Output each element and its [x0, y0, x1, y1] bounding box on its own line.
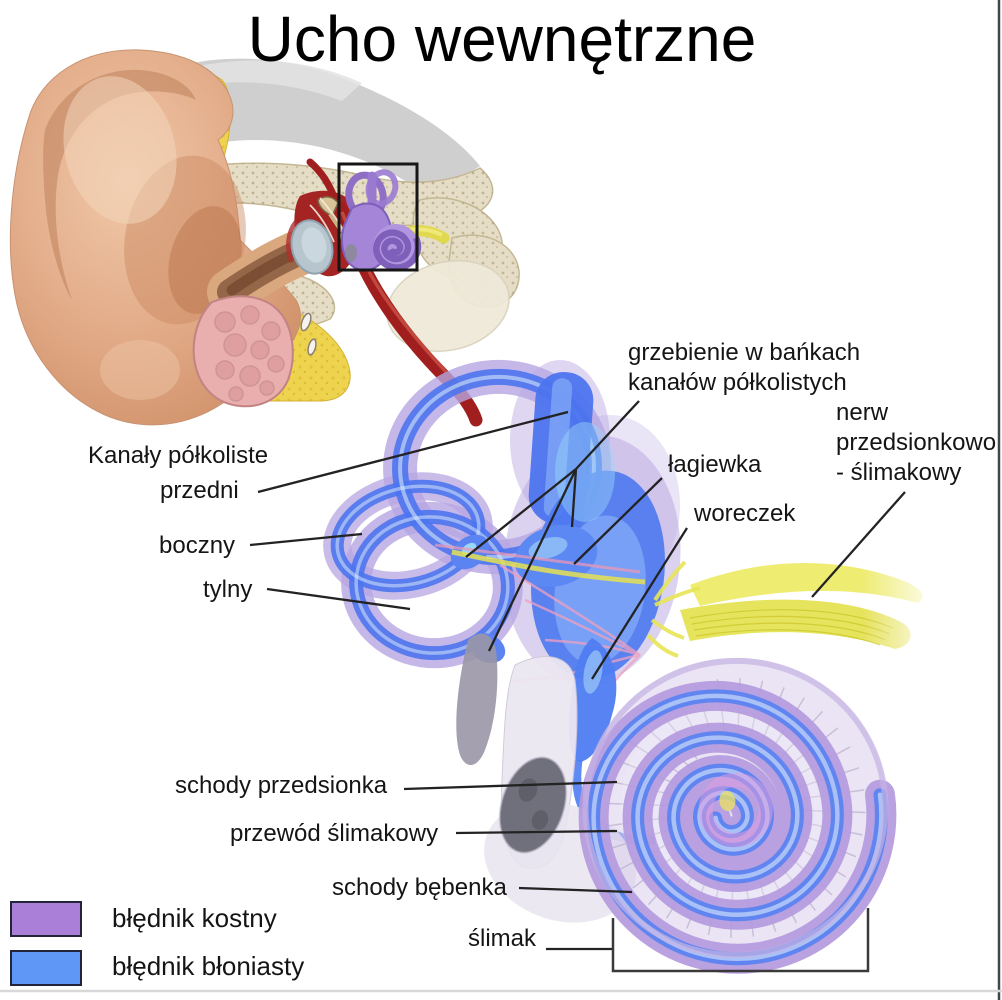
- leader-crista-b: [487, 468, 578, 652]
- leader-crista-c: [570, 468, 578, 528]
- petrous-bone: [386, 259, 510, 353]
- label-nerve-line3: - ślimakowy: [836, 459, 962, 486]
- label-crista-line2: kanałów półkolistych: [628, 369, 847, 396]
- leader-boczny: [249, 532, 363, 547]
- cochlea-spiral: [578, 657, 897, 974]
- label-canal-lateral: boczny: [159, 532, 236, 559]
- membranous-canals: [330, 368, 602, 661]
- label-crista-line1: grzebienie w bańkach: [628, 339, 861, 366]
- ear-cross-section-inset: [9, 49, 520, 427]
- eardrum: [290, 219, 334, 275]
- label-crista: grzebienie w bańkach kanałów półkolistyc…: [628, 338, 860, 398]
- leader-crista-a: [465, 468, 577, 558]
- leader-przedni: [257, 410, 569, 494]
- label-nerve-line2: przedsionkowo: [836, 429, 997, 456]
- leader-crista-stem: [575, 400, 640, 470]
- legend-label-bony: błędnik kostny: [112, 903, 277, 933]
- leader-schody-bebenka: [518, 886, 633, 894]
- oval-window: [498, 756, 568, 854]
- label-canals-group: Kanały półkoliste: [88, 442, 269, 469]
- inset-labyrinth: [341, 169, 450, 272]
- utricle-bulge: [514, 525, 598, 587]
- bone-marrow: [192, 295, 294, 408]
- label-nerve-line1: nerw: [836, 399, 889, 426]
- slimak-bracket: [611, 908, 870, 973]
- label-scala-tympani: schody bębenka: [332, 874, 507, 901]
- label-cochlear-duct: przewód ślimakowy: [230, 820, 439, 847]
- small-canals: [300, 312, 317, 356]
- label-cochlea: ślimak: [468, 925, 537, 952]
- leader-tylny: [266, 587, 411, 611]
- leader-lines: [249, 400, 906, 973]
- leader-lagiewka: [573, 477, 663, 565]
- label-canal-anterior: przedni: [160, 477, 239, 504]
- inset-highlight-box: [337, 162, 419, 272]
- leader-woreczek: [591, 527, 688, 680]
- leader-schody-przedsionka: [403, 780, 618, 791]
- leader-nerw: [811, 491, 906, 598]
- label-utricle: łagiewka: [668, 451, 762, 478]
- legend-swatch-membranous: [10, 950, 82, 986]
- leader-przewod: [455, 829, 618, 835]
- yellow-strand: [451, 549, 646, 585]
- label-scala-vestibuli: schody przedsionka: [175, 772, 388, 799]
- label-canal-posterior: tylny: [203, 576, 253, 603]
- legend-label-membranous: błędnik błoniasty: [112, 951, 305, 981]
- label-nerve: nerw przedsionkowo - ślimakowy: [836, 398, 996, 488]
- page-title: Ucho wewnętrzne: [247, 3, 757, 75]
- legend-swatch-bony: [10, 901, 82, 937]
- vestibulocochlear-nerve: [646, 548, 942, 658]
- label-saccule: woreczek: [694, 500, 796, 527]
